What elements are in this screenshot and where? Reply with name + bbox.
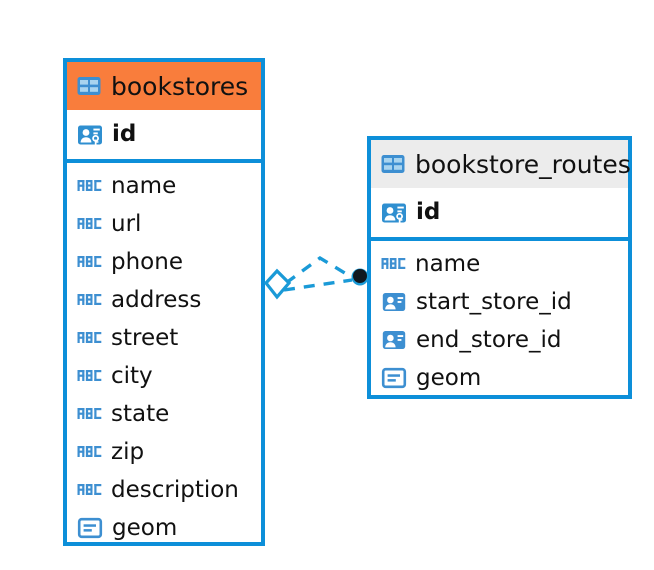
filled-circle-marker	[351, 268, 369, 286]
field-label: name	[415, 250, 481, 277]
field-label: start_store_id	[416, 288, 572, 315]
geometry-icon	[77, 515, 103, 541]
entity-table-bookstore-routes[interactable]: bookstore_routes id	[367, 136, 632, 399]
abc-text-icon	[77, 404, 102, 424]
field-row-primary-key[interactable]: id	[67, 110, 261, 159]
field-row-primary-key[interactable]: id	[371, 188, 628, 237]
primary-key-icon	[381, 200, 407, 226]
abc-text-icon	[77, 290, 102, 310]
primary-key-block-bookstores: id	[67, 110, 261, 163]
field-row-geom[interactable]: geom	[67, 509, 261, 547]
field-label: end_store_id	[416, 326, 562, 353]
geometry-icon	[381, 365, 407, 391]
foreign-key-icon	[381, 289, 407, 315]
field-label: phone	[111, 248, 183, 275]
field-row-name[interactable]: name	[371, 245, 628, 283]
field-row-city[interactable]: city	[67, 357, 261, 395]
table-header-bookstores[interactable]: bookstores	[67, 62, 261, 110]
field-row-street[interactable]: street	[67, 319, 261, 357]
field-row-state[interactable]: state	[67, 395, 261, 433]
diamond-marker	[263, 268, 292, 300]
entity-table-bookstores[interactable]: bookstores id	[63, 58, 265, 546]
table-header-bookstore-routes[interactable]: bookstore_routes	[371, 140, 631, 188]
table-icon	[380, 151, 406, 177]
field-row-zip[interactable]: zip	[67, 433, 261, 471]
foreign-key-icon	[381, 327, 407, 353]
abc-text-icon	[77, 328, 102, 348]
field-label: geom	[112, 514, 178, 541]
field-label: id	[416, 199, 441, 225]
abc-text-icon	[77, 366, 102, 386]
field-label: url	[111, 210, 142, 237]
field-label: name	[111, 172, 177, 199]
field-row-end-store-id[interactable]: end_store_id	[371, 321, 628, 359]
abc-text-icon	[77, 214, 102, 234]
field-row-url[interactable]: url	[67, 205, 261, 243]
field-row-geom[interactable]: geom	[371, 359, 628, 397]
primary-key-block-bookstore-routes: id	[371, 188, 628, 241]
field-label: city	[111, 362, 153, 389]
table-icon	[76, 73, 102, 99]
table-title: bookstores	[111, 71, 249, 101]
relationship-line-upper	[284, 255, 354, 285]
field-label: id	[112, 121, 137, 147]
table-title: bookstore_routes	[415, 149, 631, 179]
field-row-address[interactable]: address	[67, 281, 261, 319]
abc-text-icon	[77, 442, 102, 462]
abc-text-icon	[77, 176, 102, 196]
field-label: state	[111, 400, 170, 427]
field-row-description[interactable]: description	[67, 471, 261, 509]
field-label: street	[111, 324, 179, 351]
abc-text-icon	[77, 480, 102, 500]
relationship-line-lower	[283, 278, 353, 292]
field-row-name[interactable]: name	[67, 167, 261, 205]
field-list-bookstore-routes: name start_store_id	[371, 241, 628, 402]
field-label: zip	[111, 438, 145, 465]
field-label: geom	[416, 364, 482, 391]
field-row-phone[interactable]: phone	[67, 243, 261, 281]
field-row-start-store-id[interactable]: start_store_id	[371, 283, 628, 321]
field-label: address	[111, 286, 202, 313]
abc-text-icon	[77, 252, 102, 272]
primary-key-icon	[77, 122, 103, 148]
field-list-bookstores: name u	[67, 163, 261, 552]
abc-text-icon	[381, 254, 406, 274]
field-label: description	[111, 476, 239, 503]
